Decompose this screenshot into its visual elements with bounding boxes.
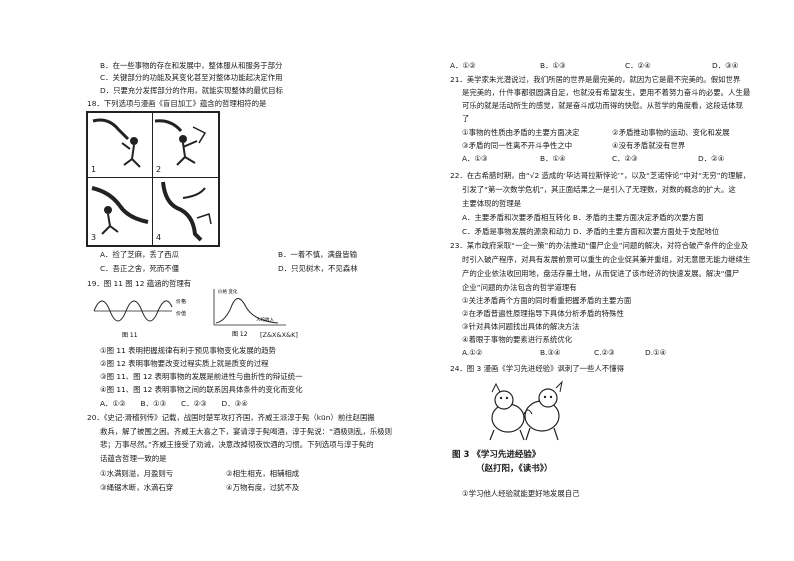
fig11-value-label: 价值	[176, 310, 186, 317]
q21-stem-line-1: 21．美学家朱光潜说过，我们所居的世界是最完美的，就因为它是最不完美的。假如世界	[450, 75, 741, 84]
fig11-caption: 图 11	[122, 332, 138, 339]
cartoon-panel-3: 3	[87, 177, 153, 246]
q20-cont-option-c: C．②④	[625, 61, 651, 70]
q24-stem: 24．图 3 漫画《学习先进经验》讽刺了一些人不懂得	[450, 364, 625, 373]
q23-choice-4: ④着眼于事物的要素进行系统优化	[462, 335, 573, 344]
q20-choice-1: ①水满则溢，月盈则亏	[100, 469, 174, 478]
q20-cont-option-a: A．①②	[450, 61, 476, 70]
q21-option-d: D．②④	[698, 154, 725, 163]
fig12-xlabel: 人均收入	[256, 316, 274, 323]
q21-option-c: C．②③	[612, 154, 638, 163]
q19-statement-3: ③图 11、图 12 表明事物的发展是前进性与曲折性的辩证统一	[100, 372, 303, 381]
cartoon-dogs-icon	[489, 380, 563, 441]
q21-option-a: A．①③	[462, 154, 488, 163]
q19-figure-12: 价格 变化 人均收入 图 12	[206, 285, 298, 339]
fig11-price-label: 价格	[176, 298, 186, 305]
q23-choice-3: ③针对具体问题找出具体的解决方法	[462, 322, 580, 331]
q19-stem: 19．图 11 图 12 蕴涵的哲理有	[87, 279, 192, 288]
q22-options-ab: A．主要矛盾和次要矛盾相互转化 B．矛盾的主要方面决定矛盾的次要方面	[462, 213, 704, 222]
q18-cartoon: 1 2 3	[86, 111, 220, 247]
q20-choice-3: ③绳锯木断，水滴石穿	[100, 483, 174, 492]
q20-stem-line-2: 救兵，解了被围之困。齐威王大喜之下，宴请淳于髡喝酒，淳于髡说：“酒极则乱，乐极则	[100, 427, 393, 436]
cartoon-panel-4: 4	[152, 177, 219, 246]
q23-stem-line-2: 时引入破产程序，对具有发展前景可以重生的企业促其兼并重组，对无意愿无能力继续生	[462, 255, 751, 264]
q21-stem-line-4: 了	[462, 114, 470, 123]
q21-choice-3: ③矛盾的同一性离不开斗争性之中	[462, 141, 573, 150]
price-value-wave-chart: 价格 价值 图 11	[93, 298, 186, 339]
panel-number: 1	[91, 165, 97, 174]
cartoon-figure-icon	[92, 118, 141, 168]
q23-option-d: D.①④	[645, 348, 667, 357]
q17-option-b: B．在一些事物的存在和发展中，整体服从和服务于部分	[100, 61, 283, 70]
cartoon-panel-1: 1	[87, 112, 153, 178]
q21-stem-line-2: 是完美的，什件事都很圆满自足，也就没有希望发生，更用不着努力奋斗的必要。人生最	[462, 88, 751, 97]
q24-cartoon	[480, 378, 570, 444]
q23-option-c: C.②③	[594, 348, 615, 357]
q24-caption-source: （赵打阳，《读书》）	[476, 464, 553, 474]
cartoon-figure-icon	[91, 186, 149, 235]
q20-cont-option-d: D．③④	[712, 61, 739, 70]
q20-choice-2: ②相生相克，相辅相成	[226, 469, 300, 478]
q22-options-cd: C．矛盾是事物发展的源泉和动力 D．矛盾的主要方面和次要方面处于支配地位	[462, 227, 720, 236]
q20-cont-option-b: B．①③	[540, 61, 566, 70]
panel-number: 2	[156, 165, 162, 174]
q18-option-b: B．一着不慎，满盘皆输	[278, 250, 357, 259]
q22-stem-line-3: 主要体现的哲理是	[462, 199, 522, 208]
q19-options: A．①② B．①③ C．②③ D．③④	[100, 399, 248, 408]
cartoon-figure-icon	[161, 181, 212, 242]
q18-cartoon-title: 盲目加工	[162, 99, 193, 108]
q17-option-d: D．只要充分发挥部分的作用，就能实现整体的最优目标	[100, 86, 284, 95]
q19-figure-11: 价格 价值 图 11	[92, 289, 200, 339]
q18-option-a: A．捡了芝麻，丢了西瓜	[100, 250, 179, 259]
q21-choice-4: ④没有矛盾就没有世界	[612, 141, 686, 150]
q17-option-c: C．关键部分的功能及其变化甚至对整体功能起决定作用	[100, 73, 283, 82]
q23-choice-2: ②在矛盾普遍性原理指导下具体分析矛盾的特殊性	[462, 309, 624, 318]
cartoon-panel-2: 2	[152, 112, 219, 178]
q22-stem-line-2: 引发了“第一次数学危机”，其正面结果之一是引入了无理数，对数的概念的扩大。这	[462, 185, 736, 194]
q21-stem-line-3: 可乐的就是活动所生的感觉，就是奋斗成功而得的快慰。从哲学的角度看，这段话体现	[462, 101, 743, 110]
q19-statement-1: ①图 11 表明把握规律有利于预见事物变化发展的趋势	[100, 346, 276, 355]
price-income-curve-chart: 价格 变化 人均收入 图 12	[213, 288, 286, 338]
fig12-caption: 图 12	[232, 331, 248, 338]
q20-stem-line-1: 20．《史记·滑稽列传》记载，战国时楚军攻打齐国，齐威王派淳于髡（kūn）前往赵…	[87, 413, 375, 422]
q23-stem-line-4: 企业”问题的办法包含的哲学道理有	[462, 283, 577, 292]
q22-stem-line-1: 22．在古希腊时期，由“√2 造成的‘毕达哥拉斯悖论’”，以及“芝诺悖论”中对“…	[450, 171, 751, 180]
q21-choice-1: ①事物的性质由矛盾的主要方面决定	[462, 128, 580, 137]
panel-number: 3	[91, 233, 97, 242]
panel-number: 4	[156, 233, 162, 242]
q18-option-c: C．吾正之舍，死而不僵	[100, 264, 180, 273]
q19-statement-2: ②图 12 表明事物要改变过程实质上就是质变的过程	[100, 359, 269, 368]
q21-option-b: B．①④	[540, 154, 566, 163]
q20-stem-line-4: 话蕴含哲理一致的是	[100, 454, 167, 463]
q20-choice-4: ④万物有度，过犹不及	[226, 483, 300, 492]
q18-stem: 18．下列选项与漫画《盲目加工》蕴含的哲理相符的是	[87, 99, 267, 108]
fig12-ylabel: 价格 变化	[218, 288, 238, 295]
cartoon-figure-icon	[154, 119, 207, 166]
q23-choice-1: ①关注矛盾两个方面的同时看重把握矛盾的主要方面	[462, 296, 632, 305]
q24-choice-1: ①学习他人经验就能更好地发展自己	[462, 489, 580, 498]
q24-caption-title: 图 3 《学习先进经验》	[452, 450, 541, 460]
q23-stem-line-3: 产的企业依法收回用地，盘活存量土地，从而促进了该市经济的快速发展。解决“僵尸	[462, 269, 740, 278]
q23-option-b: B.③④	[540, 348, 561, 357]
q23-stem-line-1: 23．某市政府采取“一企一策”的办法推动“僵尸企业”问题的解决，对符合破产条件的…	[450, 241, 749, 250]
watermark: [Z&X&X&K]	[260, 331, 298, 339]
q19-statement-4: ④图 11、图 12 表明事物之间的联系因具体条件的变化而变化	[100, 385, 303, 394]
q20-stem-line-3: 悲；万事尽然。”齐威王接受了劝诫，决意改掉彻夜饮酒的习惯。下列选项与淳于髡的	[100, 440, 374, 449]
q23-option-a: A.①②	[462, 348, 483, 357]
q18-option-d: D．只见树木，不见森林	[278, 264, 358, 273]
q21-choice-2: ②矛盾推动事物的运动、变化和发展	[612, 128, 730, 137]
